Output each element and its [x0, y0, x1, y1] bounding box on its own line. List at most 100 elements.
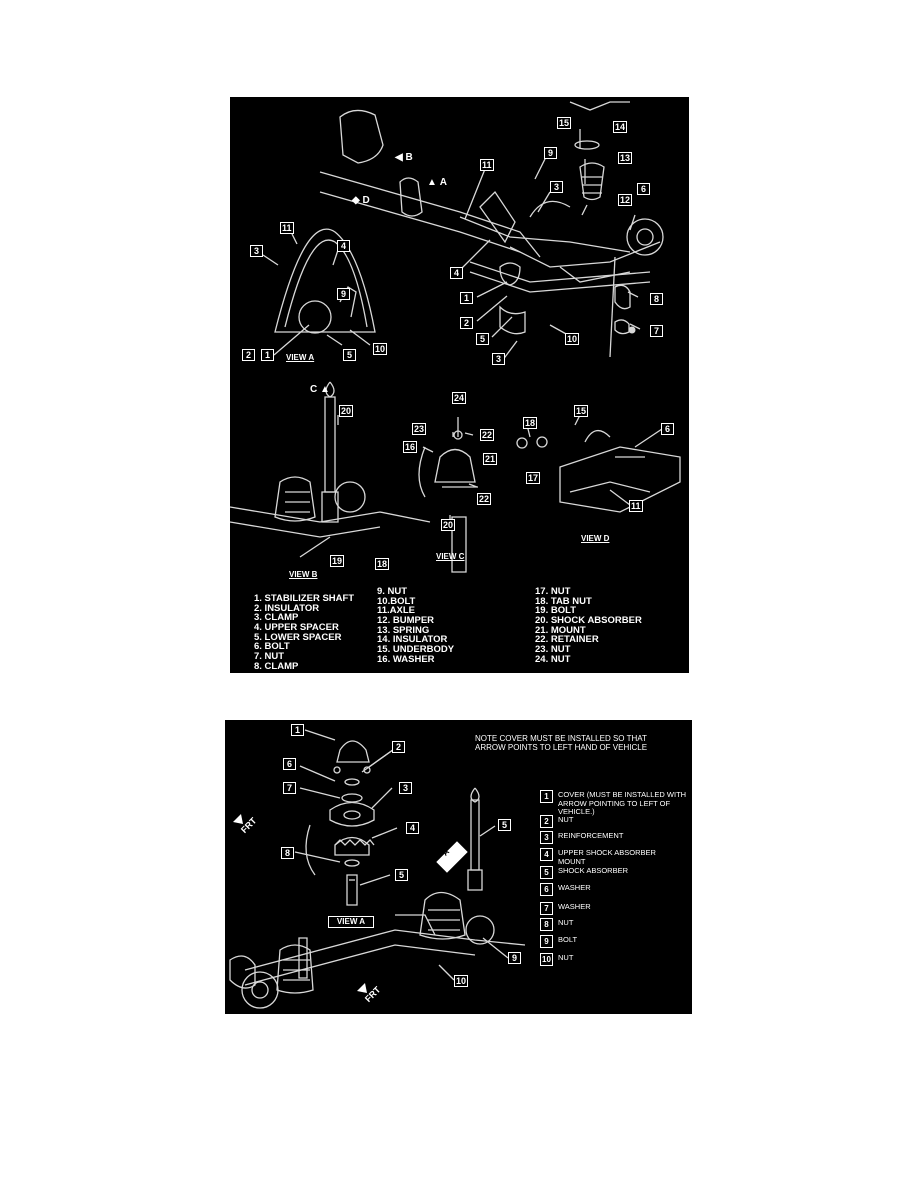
- callout-2: 2: [460, 317, 473, 329]
- callout-5: 5: [343, 349, 356, 361]
- callout-1: 1: [261, 349, 274, 361]
- legend-text: REINFORCEMENT: [558, 831, 624, 840]
- callout-11: 11: [280, 222, 294, 234]
- callout-4: 4: [337, 240, 350, 252]
- legend-item: 24. NUT: [535, 653, 571, 665]
- legend-item: 2. INSULATOR: [254, 602, 320, 614]
- legend-item: 3. CLAMP: [254, 612, 299, 624]
- legend-item: 4. UPPER SPACER: [254, 622, 339, 634]
- callout-14: 14: [613, 121, 628, 133]
- legend-number: 6: [540, 883, 553, 896]
- legend-item: 19. BOLT: [535, 605, 576, 617]
- callout-9: 9: [337, 288, 350, 300]
- note-line: ARROW POINTS TO LEFT HAND OF VEHICLE: [475, 743, 648, 752]
- legend-number: 1: [540, 790, 553, 803]
- legend-text: BOLT: [558, 935, 578, 944]
- callout-3: 3: [399, 782, 412, 794]
- callout-22: 22: [477, 493, 492, 505]
- legend-text: NUT: [558, 815, 574, 824]
- note-line: NOTE COVER MUST BE INSTALLED SO THAT: [475, 734, 647, 743]
- caption-view-b: VIEW B: [289, 570, 318, 579]
- callout-11: 11: [629, 500, 643, 512]
- legend-item: 8. CLAMP: [254, 660, 299, 672]
- legend-item: 20. SHOCK ABSORBER: [535, 615, 642, 627]
- callout-19: 19: [330, 555, 345, 567]
- legend-number: 5: [540, 866, 553, 879]
- legend-text: COVER (MUST BE INSTALLED WITH ARROW POIN…: [558, 790, 687, 816]
- legend-number: 7: [540, 902, 553, 915]
- callout-11: 11: [480, 159, 494, 171]
- callout-10: 10: [373, 343, 388, 355]
- legend-number: 2: [540, 815, 553, 828]
- callout-8: 8: [650, 293, 663, 305]
- legend-item: 1. STABILIZER SHAFT: [254, 593, 355, 604]
- view-arrow-d: ◆ D: [352, 195, 370, 206]
- callout-1: 1: [291, 724, 304, 736]
- callout-18: 18: [375, 558, 390, 570]
- legend-column-2: 9. NUT 10.BOLT 11.AXLE 12. BUMPER 13. SP…: [377, 587, 454, 665]
- legend-number: 10: [540, 953, 553, 966]
- callout-10: 10: [454, 975, 469, 987]
- callout-4: 4: [406, 822, 419, 834]
- callout-6: 6: [283, 758, 296, 770]
- shock-absorber-mount-diagram: NOTE COVER MUST BE INSTALLED SO THAT ARR…: [225, 720, 692, 1014]
- legend-item: 16. WASHER: [377, 653, 435, 665]
- callout-3: 3: [492, 353, 505, 365]
- legend-text: NUT: [558, 918, 574, 927]
- rear-suspension-diagram: 11 9 3 15 14 13 12 6 4 1 2 5 3 10 8 7 11…: [230, 97, 689, 673]
- legend-item: 12. BUMPER: [377, 615, 435, 627]
- caption-view-c: VIEW C: [436, 552, 465, 561]
- legend-item: 9. NUT: [377, 586, 408, 597]
- callout-5: 5: [395, 869, 408, 881]
- caption-view-d: VIEW D: [581, 534, 610, 543]
- callout-2: 2: [392, 741, 405, 753]
- callout-21: 21: [483, 453, 498, 465]
- legend-item: 14. INSULATOR: [377, 634, 448, 646]
- callout-9: 9: [508, 952, 521, 964]
- legend-item: 13. SPRING: [377, 624, 430, 636]
- callout-15: 15: [557, 117, 572, 129]
- caption-view-a: VIEW A: [328, 916, 374, 928]
- legend-text: SHOCK ABSORBER: [558, 866, 629, 875]
- caption-view-a: VIEW A: [286, 353, 315, 362]
- callout-5: 5: [498, 819, 511, 831]
- callout-23: 23: [412, 423, 427, 435]
- callout-1: 1: [460, 292, 473, 304]
- legend-number: 4: [540, 848, 553, 861]
- callout-12: 12: [618, 194, 633, 206]
- view-arrow-a: ▲ A: [427, 177, 447, 188]
- callout-15: 15: [574, 405, 589, 417]
- legend-number: 9: [540, 935, 553, 948]
- legend-item: 15. UNDERBODY: [377, 644, 455, 656]
- callout-2: 2: [242, 349, 255, 361]
- callout-24: 24: [452, 392, 467, 404]
- view-arrow-c: C ▲: [310, 384, 330, 395]
- callout-6: 6: [661, 423, 674, 435]
- legend-item: 7. NUT: [254, 651, 285, 663]
- legend-item: 5. LOWER SPACER: [254, 631, 342, 643]
- callout-4: 4: [450, 267, 463, 279]
- legend-item: 18. TAB NUT: [535, 595, 592, 607]
- callout-18: 18: [523, 417, 538, 429]
- legend-item: 10.BOLT: [377, 595, 416, 607]
- callout-13: 13: [618, 152, 633, 164]
- install-note: NOTE COVER MUST BE INSTALLED SO THAT ARR…: [475, 734, 647, 752]
- callout-7: 7: [283, 782, 296, 794]
- legend-column-1: 1. STABILIZER SHAFT 2. INSULATOR 3. CLAM…: [254, 594, 354, 672]
- legend-item: 6. BOLT: [254, 641, 290, 653]
- callout-6: 6: [637, 183, 650, 195]
- callout-9: 9: [544, 147, 557, 159]
- legend-item: 23. NUT: [535, 644, 571, 656]
- callout-20: 20: [339, 405, 354, 417]
- legend-item: 11.AXLE: [377, 605, 416, 617]
- callout-5: 5: [476, 333, 489, 345]
- suspension-linework: [230, 101, 681, 573]
- callout-22: 22: [480, 429, 495, 441]
- callout-8: 8: [281, 847, 294, 859]
- callout-7: 7: [650, 325, 663, 337]
- legend-text: NUT: [558, 953, 574, 962]
- legend-text: UPPER SHOCK ABSORBER MOUNT: [558, 848, 656, 866]
- callout-3: 3: [250, 245, 263, 257]
- legend-column-3: 17. NUT 18. TAB NUT 19. BOLT 20. SHOCK A…: [535, 587, 642, 665]
- legend-item: 17. NUT: [535, 586, 571, 597]
